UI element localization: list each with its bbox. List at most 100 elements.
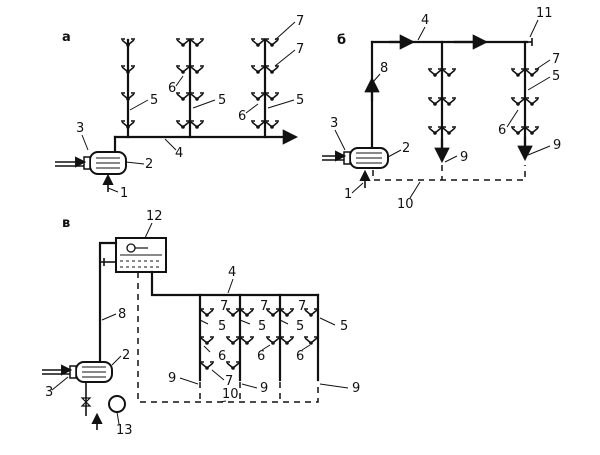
tap-icon <box>441 68 457 78</box>
label-3: 3 <box>45 385 53 400</box>
leader-line <box>101 313 117 321</box>
leader-line <box>81 134 89 151</box>
leader-line <box>301 344 311 351</box>
leader-line <box>417 26 426 41</box>
leader-line <box>409 181 421 199</box>
return-line-v <box>137 272 319 403</box>
leader-line <box>179 377 199 385</box>
leader-line <box>227 278 234 294</box>
panel-b-label: б <box>337 33 346 48</box>
leader-line <box>372 73 381 83</box>
leader-line <box>506 109 519 128</box>
leader-line <box>274 49 296 67</box>
tap-icon <box>427 126 443 136</box>
tap-icon <box>239 308 255 318</box>
tap-icon <box>427 97 443 107</box>
leader-line <box>245 103 259 114</box>
label-2: 2 <box>122 348 130 363</box>
leader-line <box>319 317 336 326</box>
label-9: 9 <box>168 371 176 386</box>
tap-icon <box>175 65 191 75</box>
tap-icon <box>175 120 191 130</box>
tap-icon <box>189 92 205 102</box>
main-pipe-v <box>150 270 320 297</box>
leader-line <box>219 400 227 403</box>
leader-line <box>534 59 551 71</box>
label-6: 6 <box>218 349 226 364</box>
label-8: 8 <box>118 307 126 322</box>
label-1: 1 <box>344 187 352 202</box>
leader-line <box>175 75 184 87</box>
label-4: 4 <box>421 13 429 28</box>
leader-line <box>319 383 349 389</box>
label-10: 10 <box>397 197 414 212</box>
label-5: 5 <box>258 319 266 334</box>
panel-a: а <box>55 14 304 201</box>
leader-line <box>129 99 149 111</box>
pump-icon <box>83 151 127 175</box>
label-9: 9 <box>352 381 360 396</box>
label-9: 9 <box>260 381 268 396</box>
tap-icon <box>189 38 205 48</box>
leader-line <box>274 21 296 41</box>
tap-icon <box>264 92 280 102</box>
tap-icon <box>199 336 215 346</box>
leader-line <box>239 319 251 325</box>
tap-icon <box>427 68 443 78</box>
leader-line <box>444 155 458 163</box>
tap-icon <box>264 120 280 130</box>
label-6: 6 <box>238 109 246 124</box>
panel-a-label: а <box>62 30 71 45</box>
tap-icon <box>441 126 457 136</box>
leader-line <box>192 99 216 109</box>
leader-line <box>107 187 119 193</box>
tap-icon <box>510 68 526 78</box>
tap-icon <box>264 65 280 75</box>
tap-icon <box>265 336 281 346</box>
label-7: 7 <box>220 299 228 314</box>
label-7: 7 <box>225 374 233 389</box>
leader-line <box>241 383 258 389</box>
tap-icon <box>189 120 205 130</box>
tap-icon <box>175 38 191 48</box>
tap-icon <box>524 126 540 136</box>
label-1: 1 <box>120 186 128 201</box>
label-7: 7 <box>260 299 268 314</box>
leader-line <box>111 355 122 366</box>
label-9: 9 <box>460 150 468 165</box>
label-2: 2 <box>402 141 410 156</box>
return-line-b <box>372 165 526 181</box>
rising-main-v <box>98 241 118 364</box>
leader-line <box>527 76 551 91</box>
tap-icon <box>441 97 457 107</box>
leader-line <box>261 344 271 351</box>
tap-icon <box>510 97 526 107</box>
panel-b: б <box>322 6 561 212</box>
label-8: 8 <box>380 61 388 76</box>
label-13: 13 <box>116 423 133 438</box>
tap-icon <box>250 92 266 102</box>
label-6: 6 <box>257 349 265 364</box>
label-5: 5 <box>552 69 560 84</box>
tap-icon <box>239 336 255 346</box>
tap-icon <box>250 65 266 75</box>
tap-icon <box>189 65 205 75</box>
label-2: 2 <box>145 157 153 172</box>
label-6: 6 <box>168 81 176 96</box>
leader-line <box>164 138 177 151</box>
tap-icon <box>225 336 241 346</box>
label-5: 5 <box>296 93 304 108</box>
gate-valve-icon <box>80 397 92 407</box>
label-5: 5 <box>296 319 304 334</box>
label-7: 7 <box>298 299 306 314</box>
leader-line <box>116 411 120 425</box>
circulation-pump-icon <box>108 395 126 413</box>
leader-line <box>279 319 289 325</box>
label-3: 3 <box>330 116 338 131</box>
tap-icon <box>279 308 295 318</box>
tap-icon <box>524 97 540 107</box>
pump-icon <box>69 361 113 383</box>
tap-icon <box>264 38 280 48</box>
